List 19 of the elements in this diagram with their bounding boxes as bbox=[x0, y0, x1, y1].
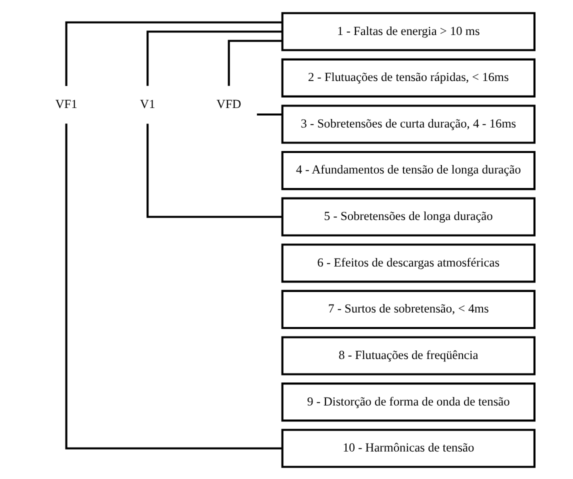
node-text: VF1 bbox=[55, 96, 78, 110]
node-box: 6 - Efeitos de descargas atmosféricas bbox=[281, 243, 536, 282]
node-box: 9 - Distorção de forma de onda de tensão bbox=[281, 382, 536, 422]
node-box: 4 - Afundamentos de tensão de longa duração bbox=[281, 150, 536, 190]
node-box: 1 - Faltas de energia > 10 ms bbox=[281, 12, 536, 51]
connector bbox=[146, 30, 282, 86]
node-box: 8 - Flutuações de freqüência bbox=[281, 336, 536, 375]
node-text: V1 bbox=[140, 96, 156, 110]
node-text: VFD bbox=[216, 96, 242, 110]
connector bbox=[256, 112, 282, 115]
connector bbox=[65, 123, 282, 449]
connector bbox=[228, 39, 282, 86]
node-box: 10 - Harmônicas de tensão bbox=[281, 428, 536, 468]
node-box: 3 - Sobretensões de curta duração, 4 - 16ms bbox=[281, 104, 536, 144]
connector bbox=[146, 123, 282, 218]
node-box: 5 - Sobretensões de longa duração bbox=[281, 196, 536, 236]
connector bbox=[65, 20, 282, 86]
node-box: 7 - Surtos de sobretensão, < 4ms bbox=[281, 289, 536, 328]
node-box: 2 - Flutuações de tensão rápidas, < 16ms bbox=[281, 58, 536, 97]
